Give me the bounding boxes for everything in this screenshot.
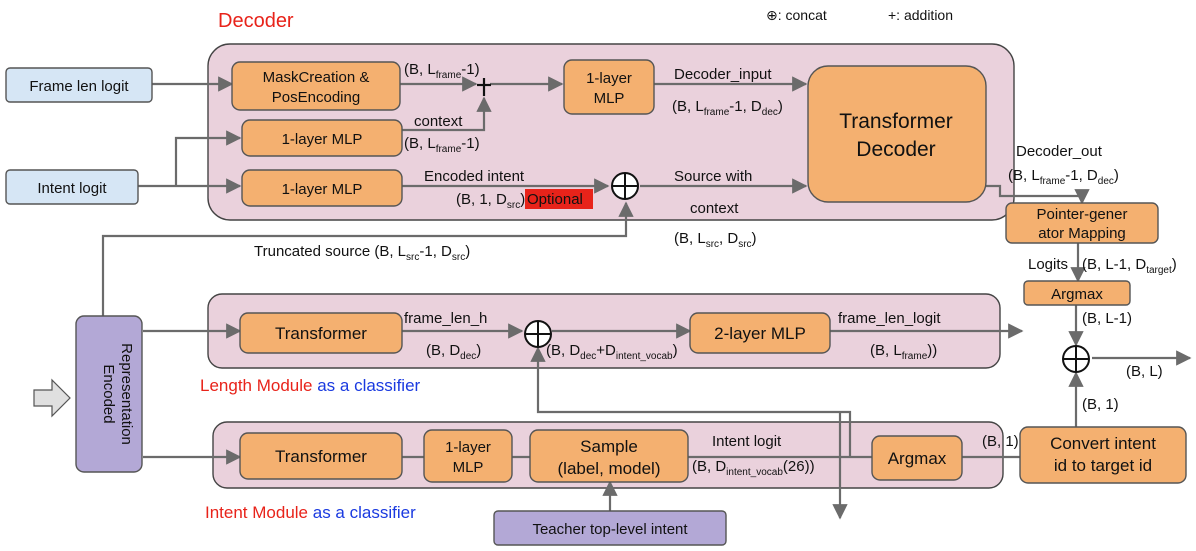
intent-logit-box: Intent logit <box>5 169 139 205</box>
svg-text:Representation: Representation <box>118 343 135 445</box>
shape-argmax-out: (B, 1) <box>982 433 1019 450</box>
optional-badge: Optional <box>527 191 583 208</box>
svg-text:PosEncoding: PosEncoding <box>272 89 360 106</box>
concat-node-decoder <box>611 172 639 200</box>
convert-intent-box: Convert intent id to target id <box>1019 426 1187 484</box>
svg-text:1-layer MLP: 1-layer MLP <box>282 131 363 148</box>
addition-node <box>477 78 491 96</box>
decoder-out-label: Decoder_out <box>1016 143 1103 160</box>
intent-mlp-box: 1-layer MLP <box>241 169 403 207</box>
legend-concat: ⊕: concat <box>766 7 827 23</box>
svg-text:1-layer MLP: 1-layer MLP <box>282 181 363 198</box>
shape-decoder-out: (B, Lframe-1, Ddec) <box>1008 167 1119 187</box>
shape-final: (B, L) <box>1126 363 1163 380</box>
shape-frame-len-h: (B, Ddec) <box>426 342 481 362</box>
shape-argmax-top: (B, L-1) <box>1082 310 1132 327</box>
svg-text:Transformer: Transformer <box>275 447 367 466</box>
context-label-2: context <box>690 200 739 217</box>
svg-text:MaskCreation &: MaskCreation & <box>263 69 370 86</box>
frame-len-logit-label: frame_len_logit <box>838 310 941 327</box>
optional-badge-bg <box>525 189 593 209</box>
decoder-title: Decoder <box>218 10 294 32</box>
connectors <box>33 76 1192 520</box>
svg-text:ator Mapping: ator Mapping <box>1038 225 1126 242</box>
svg-text:1-layer: 1-layer <box>586 70 632 87</box>
truncated-source-label: Truncated source (B, Lsrc-1, Dsrc) <box>254 243 470 263</box>
source-with-label: Source with <box>674 168 752 185</box>
argmax-top-box: Argmax <box>1023 280 1131 306</box>
frame-len-logit-box: Frame len logit <box>5 67 153 103</box>
svg-text:Transformer: Transformer <box>839 110 953 133</box>
svg-text:Sample: Sample <box>580 437 638 456</box>
svg-text:1-layer: 1-layer <box>445 439 491 456</box>
sample-box: Sample (label, model) <box>529 429 689 483</box>
svg-text:id to target id: id to target id <box>1054 456 1152 475</box>
length-module-title: Length Module as a classifier <box>200 376 421 395</box>
encoded-representation-box: Encoded Representation <box>75 315 143 473</box>
shape-source-context: (B, Lsrc, Dsrc) <box>674 230 757 250</box>
svg-text:Transformer: Transformer <box>275 324 367 343</box>
intent-1layer-mlp-box: 1-layer MLP <box>423 429 513 483</box>
pointer-generator-box: Pointer-gener ator Mapping <box>1005 202 1159 244</box>
svg-text:Argmax: Argmax <box>888 449 947 468</box>
concat-node-final <box>1062 345 1090 373</box>
frame-len-h-label: frame_len_h <box>404 310 487 327</box>
shape-context: (B, Lframe-1) <box>404 135 480 155</box>
top-mlp-box: 1-layer MLP <box>563 59 655 115</box>
context-label: context <box>414 113 463 130</box>
svg-text:MLP: MLP <box>594 90 625 107</box>
svg-text:Frame len logit: Frame len logit <box>29 78 129 95</box>
decoder-input-label: Decoder_input <box>674 66 772 83</box>
context-mlp-box: 1-layer MLP <box>241 119 403 157</box>
logits-label: Logits <box>1028 256 1068 273</box>
shape-convert-out: (B, 1) <box>1082 396 1119 413</box>
shape-decoder-input: (B, Lframe-1, Ddec) <box>672 98 783 118</box>
mask-creation-box: MaskCreation & PosEncoding <box>231 61 401 111</box>
length-2layer-mlp-box: 2-layer MLP <box>689 312 831 354</box>
shape-after-mask: (B, Lframe-1) <box>404 61 480 81</box>
intent-transformer-box: Transformer <box>239 432 403 480</box>
shape-intent-logit: (B, Dintent_vocab(26)) <box>692 458 815 478</box>
encoded-intent-label: Encoded intent <box>424 168 525 185</box>
intent-logit-label: Intent logit <box>712 433 782 450</box>
svg-text:Intent logit: Intent logit <box>37 180 107 197</box>
svg-text:Encoded: Encoded <box>100 364 117 423</box>
svg-text:Pointer-gener: Pointer-gener <box>1037 206 1128 223</box>
intent-module-title: Intent Module as a classifier <box>205 503 416 522</box>
argmax-bottom-box: Argmax <box>871 435 963 481</box>
shape-logits: (B, L-1, Dtarget) <box>1082 256 1177 276</box>
svg-text:Decoder: Decoder <box>856 138 935 161</box>
svg-text:Convert intent: Convert intent <box>1050 434 1156 453</box>
shape-encoded-intent: (B, 1, Dsrc) <box>456 191 525 211</box>
legend-addition: +: addition <box>888 7 953 23</box>
concat-node-length <box>524 320 552 348</box>
svg-text:2-layer MLP: 2-layer MLP <box>714 324 806 343</box>
shape-concat-length: (B, Ddec+Dintent_vocab) <box>546 342 678 362</box>
transformer-decoder-box: Transformer Decoder <box>807 65 987 203</box>
svg-text:(label, model): (label, model) <box>558 459 661 478</box>
teacher-intent-box: Teacher top-level intent <box>493 510 727 546</box>
svg-text:MLP: MLP <box>453 459 484 476</box>
shape-frame-len-logit: (B, Lframe)) <box>870 342 937 362</box>
svg-text:Argmax: Argmax <box>1051 286 1103 303</box>
svg-text:Teacher top-level intent: Teacher top-level intent <box>532 521 688 538</box>
length-transformer-box: Transformer <box>239 312 403 354</box>
